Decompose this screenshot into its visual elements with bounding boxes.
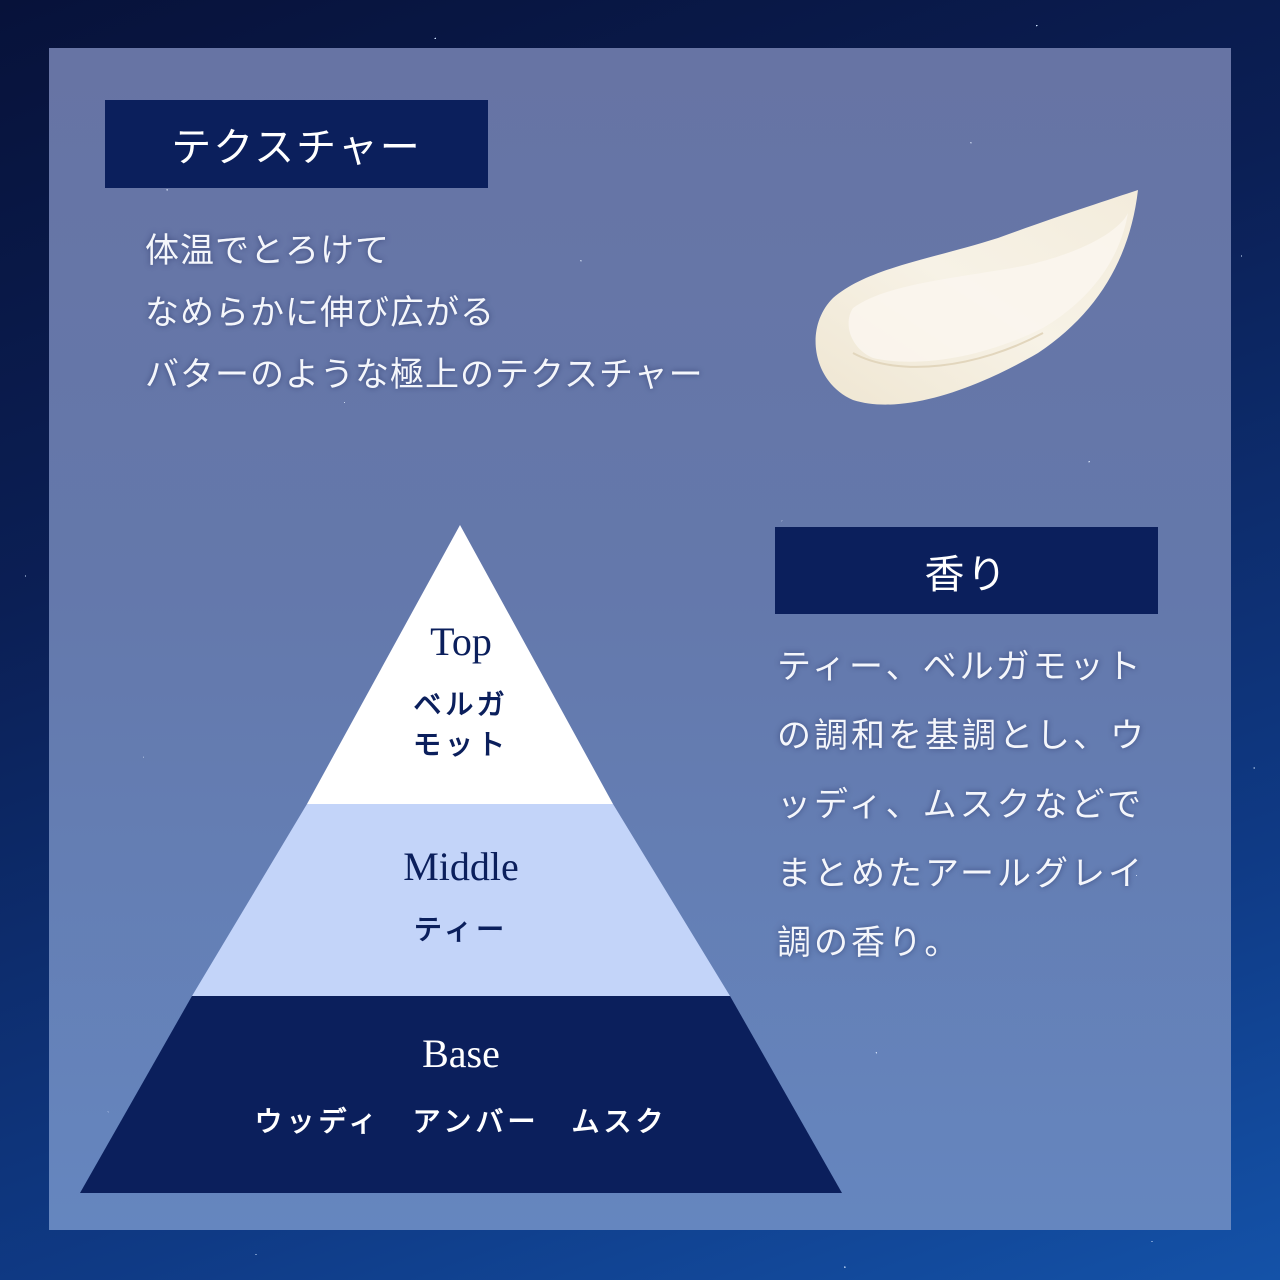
scent-line: まとめたアールグレイ <box>777 854 1145 894</box>
cream-swatch-image <box>815 190 1138 405</box>
texture-heading: テクスチャー <box>105 100 488 188</box>
fragrance-pyramid: Top ベルガ モット Middle ティー Base ウッディ アンバー ムス… <box>80 525 842 1193</box>
top-note-title: Top <box>430 619 492 664</box>
scent-heading-label: 香り <box>924 551 1009 598</box>
pyramid-middle-tier <box>192 804 730 996</box>
pyramid-base-tier <box>80 996 842 1193</box>
scent-line: 調の香り。 <box>777 923 962 963</box>
texture-line: なめらかに伸び広がる <box>145 293 495 333</box>
pyramid-top-tier <box>307 525 613 804</box>
base-note-title: Base <box>422 1031 500 1076</box>
scent-line: ティー、ベルガモット <box>777 647 1144 687</box>
texture-heading-label: テクスチャー <box>171 125 422 171</box>
middle-note-title: Middle <box>403 844 519 889</box>
base-note-ingredients: ウッディ アンバー ムスク <box>254 1107 668 1138</box>
texture-line: バターのような極上のテクスチャー <box>145 355 704 395</box>
texture-line: 体温でとろけて <box>145 231 390 271</box>
scent-description: ティー、ベルガモット の調和を基調とし、ウ ッディ、ムスクなどで まとめたアール… <box>777 633 1167 978</box>
top-note-ingredient: ベルガ <box>413 690 509 721</box>
pyramid-shape <box>80 525 842 1193</box>
middle-note-ingredient: ティー <box>413 915 509 946</box>
scent-line: ッディ、ムスクなどで <box>777 785 1144 825</box>
texture-description: 体温でとろけて なめらかに伸び広がる バターのような極上のテクスチャー <box>145 220 785 406</box>
top-note-ingredient: モット <box>412 730 509 761</box>
scent-line: の調和を基調とし、ウ <box>777 716 1147 756</box>
scent-heading: 香り <box>775 527 1158 614</box>
